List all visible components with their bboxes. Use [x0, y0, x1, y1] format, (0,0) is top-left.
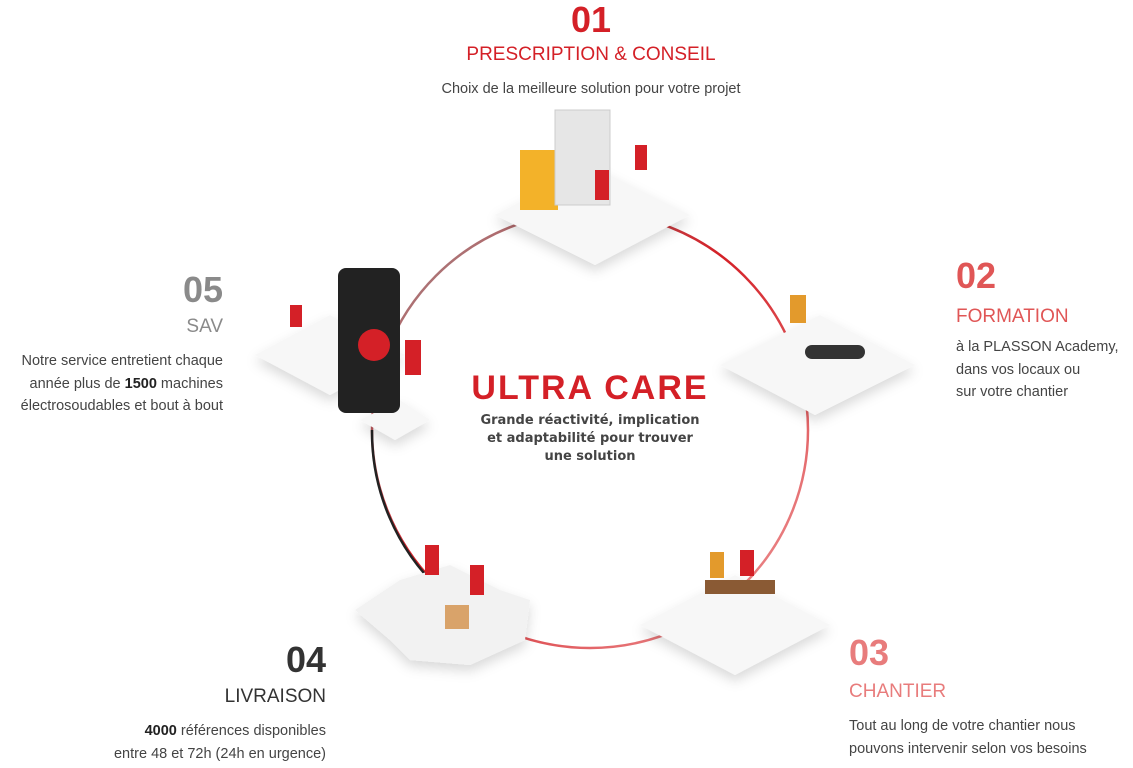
- step-05: 05 SAV Notre service entretient chaque a…: [0, 272, 223, 418]
- platform-02: [720, 315, 915, 415]
- step-number: 03: [849, 632, 890, 673]
- folder-icon: [520, 150, 558, 210]
- step-description-line: sur votre chantier: [956, 384, 1069, 400]
- step-description-line: année plus de: [29, 375, 125, 392]
- step-number: 02: [956, 255, 997, 296]
- platform-05b: [360, 400, 430, 440]
- center-subtitle-line: une solution: [544, 449, 636, 464]
- step-title: CHANTIER: [849, 681, 947, 702]
- platform-03: [640, 575, 830, 675]
- step-03: 03 CHANTIER Tout au long de votre chanti…: [849, 635, 1133, 760]
- center-subtitle-line: Grande réactivité, implication: [480, 413, 700, 428]
- pipe-icon: [805, 345, 865, 359]
- step-description-line: machines: [156, 375, 223, 392]
- step-highlight: 4000: [144, 723, 177, 739]
- step-description-line: références disponibles: [176, 723, 326, 739]
- step-04: 04 LIVRAISON 4000 références disponibles…: [60, 642, 326, 765]
- step-title: SAV: [186, 316, 223, 337]
- worker-icon: [790, 295, 806, 323]
- center-title: ULTRA CARE: [471, 369, 709, 407]
- step-description-line: pouvons intervenir selon vos besoins: [849, 740, 1087, 757]
- step-description-line: à la PLASSON Academy,: [956, 339, 1119, 355]
- step-description-line: Notre service entretient chaque: [21, 353, 224, 369]
- step-title: LIVRAISON: [224, 686, 326, 707]
- step-description: Choix de la meilleure solution pour votr…: [441, 81, 741, 97]
- step-description-line: Tout au long de votre chantier nous: [849, 718, 1076, 734]
- step-title: PRESCRIPTION & CONSEIL: [466, 44, 716, 65]
- step-title: FORMATION: [956, 306, 1069, 327]
- table-icon: [705, 580, 775, 594]
- step-description-line: dans vos locaux ou: [956, 361, 1081, 378]
- step-01: 01 PRESCRIPTION & CONSEIL Choix de la me…: [391, 2, 791, 101]
- box-icon: [445, 605, 469, 629]
- step-description-line: entre 48 et 72h (24h en urgence): [113, 745, 326, 762]
- center-subtitle-line: et adaptabilité pour trouver: [487, 431, 693, 446]
- france-map: [355, 565, 530, 665]
- step-highlight: 1500: [124, 375, 157, 392]
- step-number: 01: [570, 0, 612, 40]
- center-block: ULTRA CARE Grande réactivité, implicatio…: [440, 368, 740, 466]
- step-02: 02 FORMATION à la PLASSON Academy, dans …: [956, 258, 1133, 404]
- person-icon: [595, 170, 609, 200]
- step-description-line: électrosoudables et bout à bout: [20, 398, 223, 414]
- step-number: 05: [182, 269, 223, 310]
- step-number: 04: [285, 639, 326, 680]
